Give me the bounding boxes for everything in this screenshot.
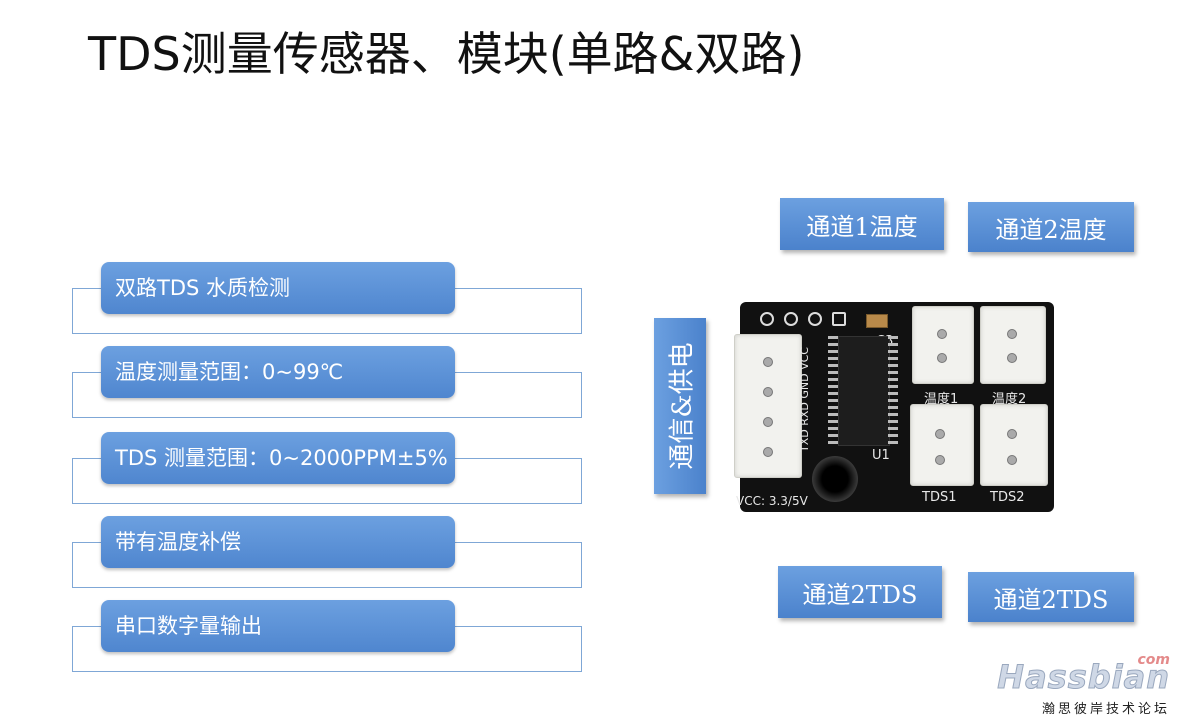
feature-item: TDS 测量范围：0~2000PPM±5% xyxy=(72,432,584,514)
watermark-subtitle: 瀚思彼岸技术论坛 xyxy=(1041,702,1170,717)
feature-label: 串口数字量输出 xyxy=(101,600,455,652)
feature-item: 温度测量范围：0~99℃ xyxy=(72,346,584,428)
feature-label: TDS 测量范围：0~2000PPM±5% xyxy=(101,432,455,484)
feature-item: 带有温度补偿 xyxy=(72,516,584,598)
feature-label: 双路TDS 水质检测 xyxy=(101,262,455,314)
silk-temp1: 温度1 xyxy=(924,392,959,407)
tds1-connector xyxy=(910,404,974,486)
chip-u1 xyxy=(838,336,890,446)
temp2-connector xyxy=(980,306,1046,384)
mounting-hole xyxy=(812,456,858,502)
feature-item: 双路TDS 水质检测 xyxy=(72,262,584,344)
label-channel2-tds-right: 通道2TDS xyxy=(968,572,1134,622)
label-comm-power-text: 通信&供电 xyxy=(667,342,698,470)
capacitor-c3 xyxy=(866,314,888,328)
header-pad xyxy=(808,312,822,326)
silk-pin-labels: TXD RXD GND VCC xyxy=(798,347,811,452)
tds2-connector xyxy=(980,404,1048,486)
header-pad xyxy=(784,312,798,326)
chip-legs-left xyxy=(828,336,838,444)
feature-label: 带有温度补偿 xyxy=(101,516,455,568)
silk-vcc: VCC: 3.3/5V xyxy=(736,494,808,508)
label-comm-power: 通信&供电 xyxy=(654,318,706,494)
feature-label: 温度测量范围：0~99℃ xyxy=(101,346,455,398)
feature-item: 串口数字量输出 xyxy=(72,600,584,682)
label-channel2-tds-left: 通道2TDS xyxy=(778,566,942,618)
label-channel1-temp: 通道1温度 xyxy=(780,198,944,250)
watermark-com: com xyxy=(1137,652,1170,668)
silk-temp2: 温度2 xyxy=(992,392,1027,407)
slide-title: TDS测量传感器、模块(单路&双路) xyxy=(88,27,805,81)
watermark-brand: Hassbian xyxy=(997,658,1170,697)
header-pad xyxy=(832,312,846,326)
silk-u1: U1 xyxy=(872,448,890,463)
watermark: com Hassbian 瀚思彼岸技术论坛 xyxy=(997,652,1170,717)
temp1-connector xyxy=(912,306,974,384)
silk-tds1: TDS1 xyxy=(922,490,957,505)
comm-connector xyxy=(734,334,802,478)
header-pad xyxy=(760,312,774,326)
label-channel2-temp: 通道2温度 xyxy=(968,202,1134,252)
silk-tds2: TDS2 xyxy=(990,490,1025,505)
chip-legs-right xyxy=(888,336,898,444)
